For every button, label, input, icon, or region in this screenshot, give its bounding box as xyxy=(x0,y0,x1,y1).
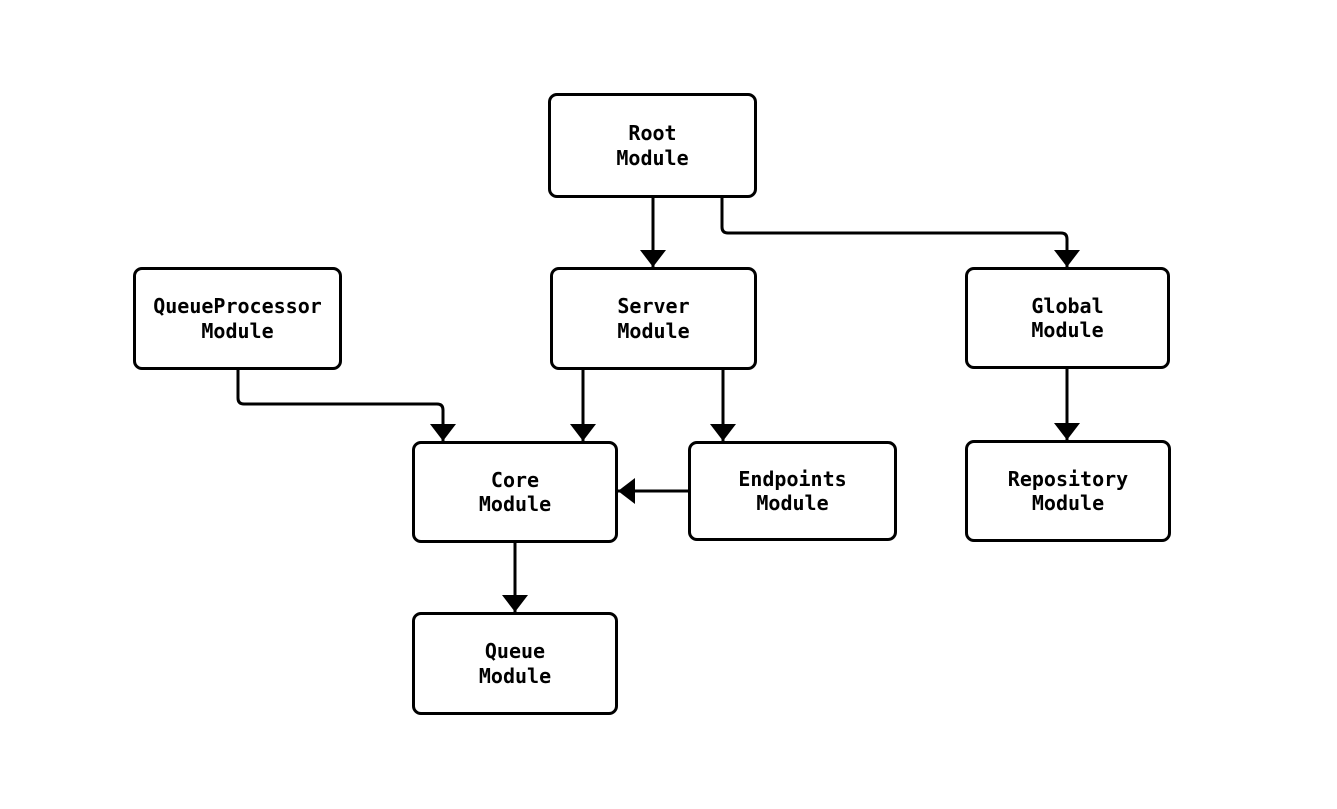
node-queue-module-label: Queue Module xyxy=(478,639,552,688)
node-endpoints-module: Endpoints Module xyxy=(688,441,897,541)
node-global-module-label: Global Module xyxy=(1031,293,1104,342)
node-queue-module: Queue Module xyxy=(412,612,618,715)
node-server-module: Server Module xyxy=(550,267,757,370)
node-core-module-label: Core Module xyxy=(478,467,552,516)
node-global-module: Global Module xyxy=(965,267,1170,369)
edge-queueprocessor-module-to-core-module xyxy=(236,370,456,441)
node-root-module-label: Root Module xyxy=(616,121,689,170)
node-queueprocessor-module: QueueProcessor Module xyxy=(133,267,342,370)
node-server-module-label: Server Module xyxy=(617,294,690,343)
node-endpoints-module-label: Endpoints Module xyxy=(738,466,847,515)
node-repository-module-label: Repository Module xyxy=(1007,466,1129,515)
node-queueprocessor-module-label: QueueProcessor Module xyxy=(153,294,322,343)
node-core-module: Core Module xyxy=(412,441,618,543)
edge-root-module-to-global-module xyxy=(720,198,1080,267)
node-repository-module: Repository Module xyxy=(965,440,1171,542)
node-root-module: Root Module xyxy=(548,93,757,198)
